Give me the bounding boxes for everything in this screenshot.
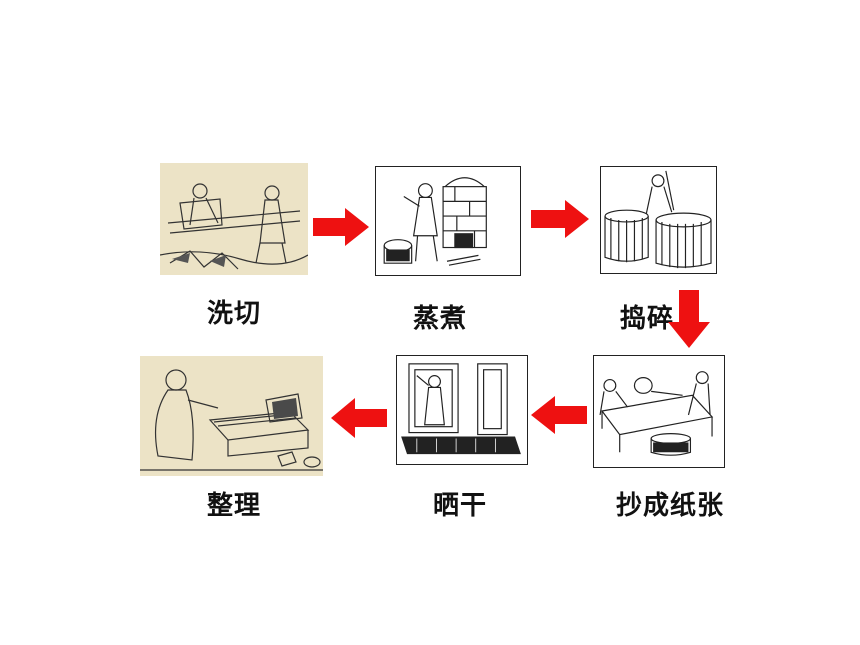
flow-arrow-right-icon (313, 208, 369, 246)
flow-arrow-down-icon (668, 290, 710, 348)
step-image-pound (600, 166, 717, 274)
step-label-pound: 捣碎 (620, 304, 675, 334)
step-label-wash-cut: 洗切 (207, 299, 262, 329)
step-label-make-sheet: 抄成纸张 (616, 491, 725, 521)
step-label-sun-dry: 晒干 (433, 491, 488, 521)
step-image-wash-cut (160, 163, 308, 275)
flow-arrow-right-icon (531, 200, 589, 238)
step-label-arrange: 整理 (207, 491, 262, 521)
step-image-steam-boil (375, 166, 521, 276)
step-label-steam-boil: 蒸煮 (413, 304, 468, 334)
flow-arrow-left-icon (331, 398, 387, 438)
flow-arrow-left-icon (531, 396, 587, 434)
step-image-sun-dry (396, 355, 528, 465)
step-image-arrange (140, 356, 323, 476)
step-image-make-sheet (593, 355, 725, 468)
